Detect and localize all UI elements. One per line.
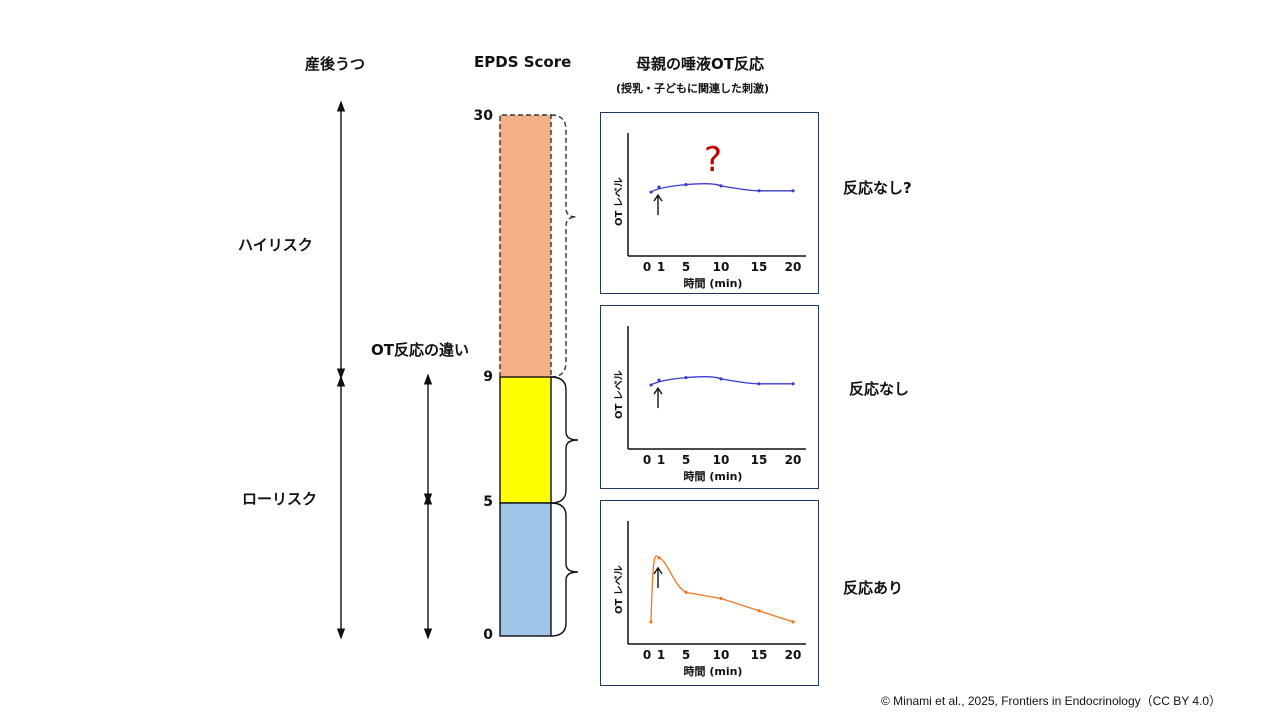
ot-difference-label: OT反応の違い	[371, 341, 469, 359]
stimulus-arrow-head	[653, 386, 663, 395]
brace-mid	[550, 376, 579, 504]
x-tick-label: 10	[713, 260, 730, 274]
x-tick-label: 5	[682, 453, 690, 467]
stimulus-arrow-head	[653, 566, 663, 575]
y-axis-label: OT レベル	[613, 177, 625, 226]
ot-point	[649, 383, 653, 387]
ot-curve	[650, 376, 793, 386]
x-axis-label: 時間 (min)	[684, 469, 743, 483]
ot-point	[791, 189, 795, 193]
segment-high	[500, 115, 551, 377]
x-axis-label: 時間 (min)	[684, 276, 743, 290]
response-label-3: 反応あり	[843, 579, 904, 597]
x-tick-label: 15	[751, 260, 768, 274]
ot-point	[649, 620, 653, 624]
ot-point	[791, 620, 795, 624]
diagram-layer	[336, 100, 579, 640]
segment-mid	[499, 376, 552, 504]
epds-score-header: EPDS Score	[474, 53, 572, 71]
ot-point	[684, 183, 688, 187]
x-tick-label: 10	[713, 648, 730, 662]
x-tick-label: 20	[785, 453, 802, 467]
ot-point	[757, 382, 761, 386]
high-risk-label: ハイリスク	[238, 236, 313, 254]
ot-point	[719, 377, 723, 381]
y-axis-label: OT レベル	[613, 565, 625, 614]
tick-30: 30	[473, 108, 493, 124]
tick-0: 0	[483, 627, 493, 643]
response-label-1: 反応なし?	[843, 179, 912, 197]
ot-point	[657, 378, 661, 382]
x-tick-label: 15	[751, 453, 768, 467]
brace-high	[550, 114, 577, 378]
stimulus-arrow-head	[653, 193, 663, 202]
question-mark: ?	[704, 140, 722, 180]
x-tick-label: 20	[785, 648, 802, 662]
tick-5: 5	[483, 494, 493, 510]
ot-point	[719, 184, 723, 188]
x-tick-label: 0	[643, 648, 651, 662]
ot-point	[657, 556, 661, 560]
x-axis-label: 時間 (min)	[684, 664, 743, 678]
x-tick-label: 5	[682, 648, 690, 662]
ot-curve	[650, 555, 794, 623]
ot-point	[719, 596, 723, 601]
ot-point	[657, 185, 661, 189]
ot-point	[757, 609, 761, 613]
ot-point	[649, 190, 653, 194]
segment-low	[499, 502, 552, 637]
response-label-2: 反応なし	[849, 380, 910, 398]
x-tick-label: 10	[713, 453, 730, 467]
x-tick-label: 1	[657, 260, 665, 274]
brace-low	[550, 502, 579, 637]
x-tick-label: 1	[657, 453, 665, 467]
ot-point	[684, 376, 688, 380]
x-tick-label: 0	[643, 453, 651, 467]
y-axis-label: OT レベル	[613, 370, 625, 419]
x-tick-label: 20	[785, 260, 802, 274]
segment-high-outline	[499, 114, 552, 377]
x-tick-label: 5	[682, 260, 690, 274]
low-risk-label: ローリスク	[242, 490, 318, 508]
copyright-notice: © Minami et al., 2025, Frontiers in Endo…	[881, 694, 1222, 708]
x-tick-label: 15	[751, 648, 768, 662]
x-tick-label: 0	[643, 260, 651, 274]
ppd-header: 産後うつ	[305, 55, 366, 73]
tick-9: 9	[483, 369, 493, 385]
ot-point	[757, 189, 761, 193]
x-tick-label: 1	[657, 648, 665, 662]
ot-response-header: 母親の唾液OT反応	[636, 55, 764, 73]
ot-point	[684, 590, 688, 594]
ot-response-subtitle: (授乳・子どもに関連した刺激)	[616, 82, 770, 95]
ot-point	[791, 382, 795, 386]
ot-curve	[650, 183, 793, 193]
